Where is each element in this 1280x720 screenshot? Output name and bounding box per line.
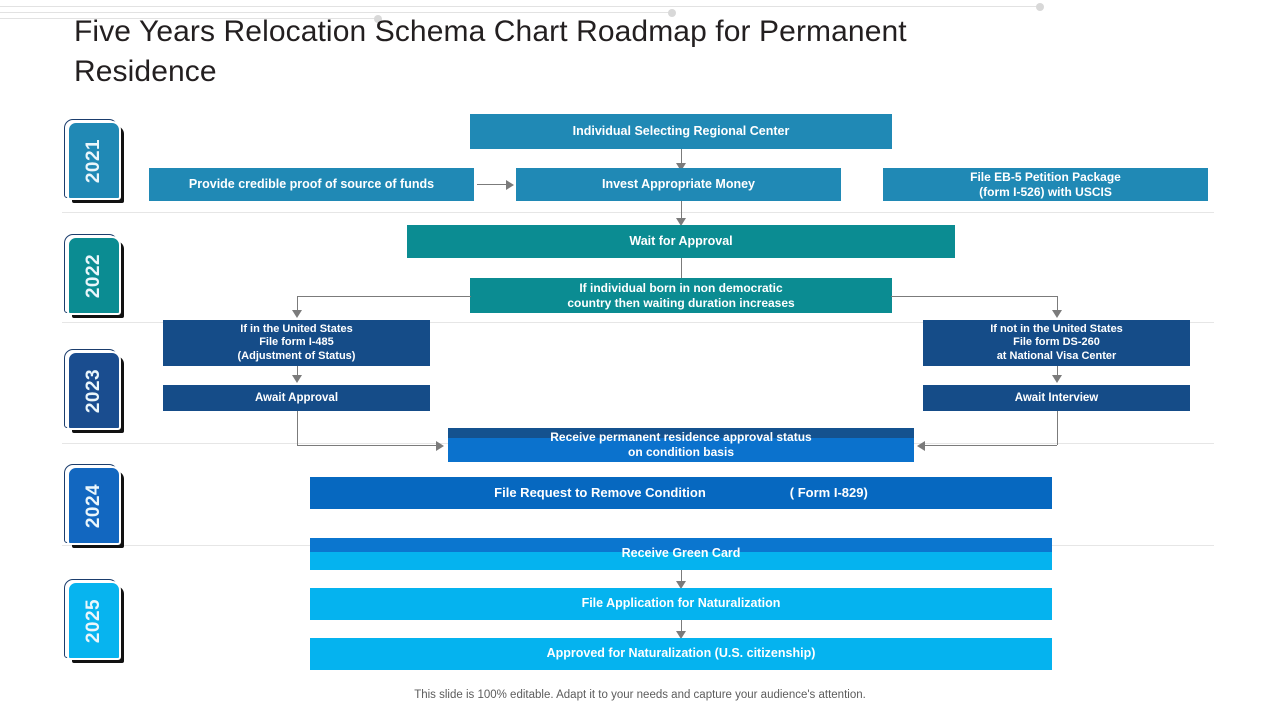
decorative-dot-2: [668, 9, 676, 17]
node-label-line2: File form DS-260: [1013, 336, 1100, 349]
year-badge-label-2025: 2025: [83, 598, 104, 643]
year-badge-2023[interactable]: 2023: [67, 351, 121, 430]
connector-inus-to-await-approval: [297, 366, 298, 377]
decorative-dot-3: [374, 15, 382, 23]
node-if-in-united-states[interactable]: If in the United States File form I-485 …: [163, 320, 430, 366]
decorative-line-1: [0, 6, 1040, 7]
arrow-inus-to-await-approval: [292, 375, 302, 383]
decorative-line-2: [0, 12, 672, 13]
connector-individual-to-invest: [681, 149, 682, 165]
node-label: Individual Selecting Regional Center: [572, 123, 790, 138]
slide-footer-note: This slide is 100% editable. Adapt it to…: [414, 689, 866, 701]
node-label: Approved for Naturalization (U.S. citize…: [546, 646, 816, 661]
connector-greencard-to-naturalization: [681, 570, 682, 582]
node-receive-permanent-residence-status[interactable]: Receive permanent residence approval sta…: [448, 428, 914, 462]
node-provide-credible-proof[interactable]: Provide credible proof of source of fund…: [149, 168, 474, 201]
node-label: Provide credible proof of source of fund…: [188, 176, 435, 191]
node-non-democratic-country[interactable]: If individual born in non democratic cou…: [470, 278, 892, 313]
year-badge-label-2023: 2023: [83, 368, 104, 413]
node-top-stripe: [448, 428, 914, 438]
node-file-request-remove-condition[interactable]: File Request to Remove Condition ( Form …: [310, 477, 1052, 509]
node-label-form: ( Form I-829): [789, 485, 868, 501]
node-label-line1: If in the United States: [240, 322, 353, 335]
node-approved-naturalization[interactable]: Approved for Naturalization (U.S. citize…: [310, 638, 1052, 670]
connector-await-approval-to-status: [297, 445, 437, 446]
arrow-notinus-to-await-interview: [1052, 375, 1062, 383]
arrow-branch-left: [292, 310, 302, 318]
node-label-line2: (form I-526) with USCIS: [979, 184, 1112, 199]
connector-invest-to-wait: [681, 201, 682, 220]
band-separator-2022-2023: [62, 322, 1214, 323]
node-individual-selecting-regional-center[interactable]: Individual Selecting Regional Center: [470, 114, 892, 149]
decorative-line-3: [0, 18, 378, 19]
arrow-branch-right: [1052, 310, 1062, 318]
connector-await-interview-to-status: [925, 445, 1057, 446]
node-label-line1: If individual born in non democratic: [579, 280, 783, 295]
node-label: Receive Green Card: [621, 546, 741, 561]
node-label: File Application for Naturalization: [581, 596, 781, 611]
node-if-not-in-united-states[interactable]: If not in the United States File form DS…: [923, 320, 1190, 366]
node-label: Await Approval: [254, 391, 339, 404]
node-await-interview[interactable]: Await Interview: [923, 385, 1190, 411]
connector-await-approval-down: [297, 411, 298, 445]
year-badge-label-2024: 2024: [83, 483, 104, 528]
year-badge-2021[interactable]: 2021: [67, 121, 121, 200]
node-file-eb5-petition-package[interactable]: File EB-5 Petition Package (form I-526) …: [883, 168, 1208, 201]
arrow-proof-to-invest: [506, 180, 514, 190]
arrow-await-interview-to-status: [917, 441, 925, 451]
node-top-stripe: [310, 538, 1052, 552]
node-label-line2: on condition basis: [627, 445, 734, 459]
node-label: Await Interview: [1014, 391, 1099, 404]
year-badge-label-2022: 2022: [83, 253, 104, 298]
node-label-line1: Receive permanent residence approval sta…: [550, 430, 812, 445]
year-badge-2022[interactable]: 2022: [67, 236, 121, 315]
node-receive-green-card[interactable]: Receive Green Card: [310, 538, 1052, 570]
connector-branch-left: [297, 296, 471, 297]
node-label-line2: country then waiting duration increases: [567, 295, 795, 310]
node-label: Invest Appropriate Money: [601, 176, 756, 191]
connector-naturalization-to-approved: [681, 620, 682, 632]
arrow-naturalization-to-approved: [676, 631, 686, 639]
connector-branch-right: [891, 296, 1058, 297]
node-label: File Request to Remove Condition: [494, 485, 706, 501]
node-await-approval[interactable]: Await Approval: [163, 385, 430, 411]
year-badge-2024[interactable]: 2024: [67, 466, 121, 545]
arrow-await-approval-to-status: [436, 441, 444, 451]
arrow-individual-to-invest: [676, 163, 686, 171]
connector-wait-to-nondemocratic: [681, 258, 682, 278]
node-label-line3: (Adjustment of Status): [237, 349, 356, 362]
connector-await-interview-down: [1057, 411, 1058, 445]
connector-notinus-to-await-interview: [1057, 366, 1058, 377]
arrow-greencard-to-naturalization: [676, 581, 686, 589]
node-label-line3: at National Visa Center: [996, 349, 1117, 362]
decorative-dot-1: [1036, 3, 1044, 11]
node-wait-for-approval[interactable]: Wait for Approval: [407, 225, 955, 258]
page-title: Five Years Relocation Schema Chart Roadm…: [74, 15, 907, 88]
connector-proof-to-invest: [477, 184, 507, 185]
node-label: Wait for Approval: [629, 233, 733, 248]
band-separator-2021-2022: [62, 212, 1214, 213]
node-invest-appropriate-money[interactable]: Invest Appropriate Money: [516, 168, 841, 201]
connector-branch-left-down: [297, 296, 298, 312]
node-file-application-naturalization[interactable]: File Application for Naturalization: [310, 588, 1052, 620]
connector-branch-right-down: [1057, 296, 1058, 312]
year-badge-2025[interactable]: 2025: [67, 581, 121, 660]
node-label-line1: File EB-5 Petition Package: [970, 169, 1121, 184]
arrow-invest-to-wait: [676, 218, 686, 226]
node-label-line1: If not in the United States: [990, 322, 1123, 335]
year-badge-label-2021: 2021: [83, 138, 104, 183]
node-label-line2: File form I-485: [259, 336, 334, 349]
